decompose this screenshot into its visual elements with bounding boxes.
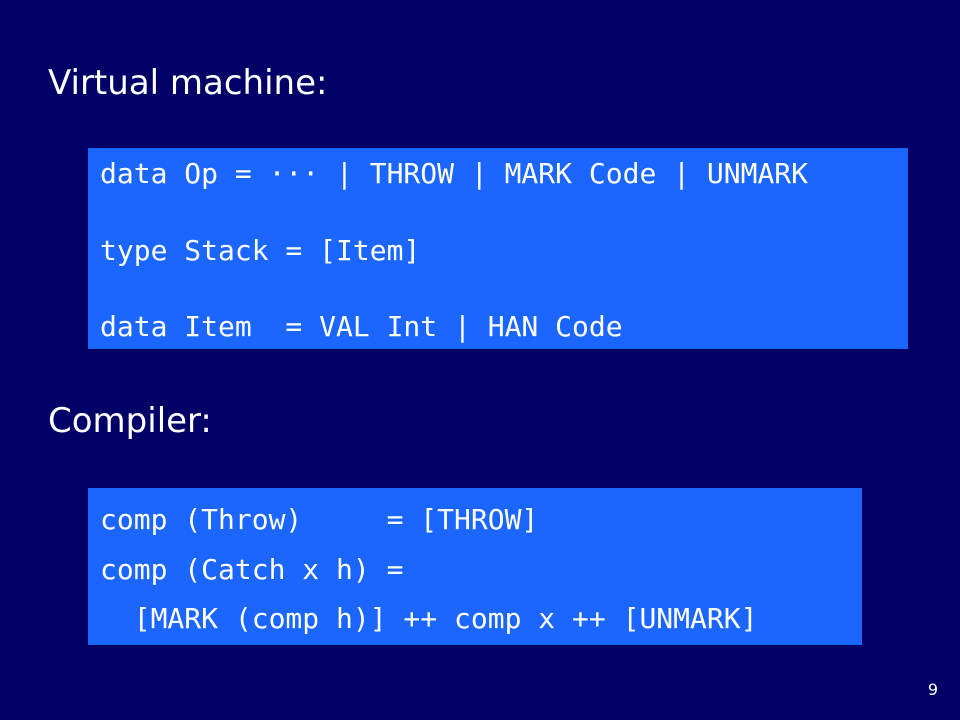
compiler-code-line: comp (Catch x h) = [100,553,404,586]
compiler-code-block: comp (Throw) = [THROW] comp (Catch x h) … [88,488,862,645]
vm-code-line: data Item = VAL Int | HAN Code [100,310,623,343]
compiler-code-line: [MARK (comp h)] ++ comp x ++ [UNMARK] [100,602,758,635]
compiler-code-line: comp (Throw) = [THROW] [100,503,539,536]
vm-code-block: data Op = ··· | THROW | MARK Code | UNMA… [88,148,908,349]
vm-heading: Virtual machine: [48,63,328,103]
page-number: 9 [927,680,938,699]
vm-code-line: type Stack = [Item] [100,234,421,267]
compiler-heading: Compiler: [48,401,212,441]
vm-code-line: data Op = ··· | THROW | MARK Code | UNMA… [100,157,809,190]
